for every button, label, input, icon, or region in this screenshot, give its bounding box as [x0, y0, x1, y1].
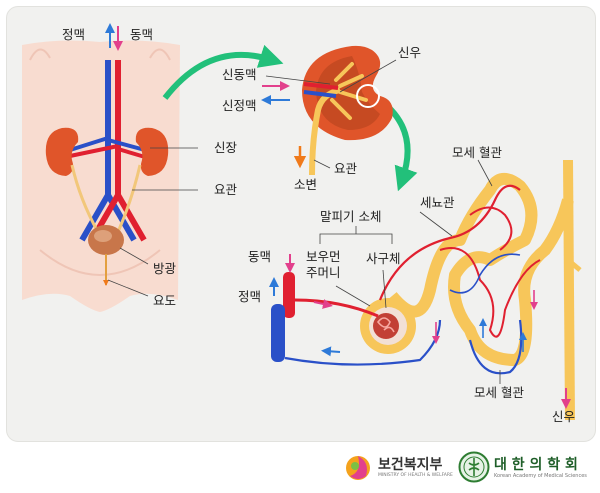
ministry-logo	[344, 452, 372, 482]
glomerulus-label: 사구체	[366, 251, 401, 266]
vein-label: 정맥	[62, 27, 86, 42]
kidney-detail	[261, 45, 393, 176]
renal-artery-label: 신동맥	[222, 67, 257, 82]
kidney-label: 신장	[214, 140, 238, 155]
tubule-label: 세뇨관	[420, 195, 455, 210]
ureters	[70, 164, 142, 233]
urethra-label: 요도	[153, 293, 177, 308]
urine-label: 소변	[294, 177, 318, 192]
renal-pelvis-label: 신우	[398, 45, 422, 60]
renal-vein-label: 신정맥	[222, 98, 257, 113]
torso-leaders	[107, 147, 198, 297]
ureter-detail-label: 요관	[334, 161, 358, 176]
kidneys	[45, 127, 169, 176]
kidney-leaders	[265, 59, 397, 169]
great-vessels	[69, 60, 147, 242]
artery-label: 동맥	[130, 27, 154, 42]
capillary-top-label: 모세 혈관	[452, 145, 502, 160]
renal-pelvis-nephron-label: 신우	[552, 409, 576, 424]
vein-artery-arrows	[105, 23, 123, 51]
bladder	[88, 225, 124, 286]
bowman-label-2: 주머니	[306, 265, 341, 280]
ministry-sub: MINISTRY OF HEALTH & WELFARE	[378, 473, 453, 478]
vein-nephron-label: 정맥	[238, 289, 262, 304]
academy-sub: Korean Academy of Medical Sciences	[494, 473, 587, 479]
nephron-leaders	[319, 159, 501, 384]
nephron-detail	[269, 159, 582, 421]
torso-illustration	[22, 40, 180, 312]
bowman-label-1: 보우먼	[306, 249, 341, 264]
academy-seal	[458, 451, 490, 483]
capillary-bottom-label: 모세 혈관	[474, 385, 524, 400]
academy-name: 대 한 의 학 회	[494, 457, 578, 473]
bladder-label: 방광	[153, 261, 177, 276]
malpighian-label: 말피기 소체	[320, 209, 382, 224]
ministry-name: 보건복지부	[378, 457, 443, 473]
zoom-arrow-kidney	[162, 44, 284, 100]
artery-nephron-label: 동맥	[248, 249, 272, 264]
ureter-label: 요관	[214, 182, 238, 197]
